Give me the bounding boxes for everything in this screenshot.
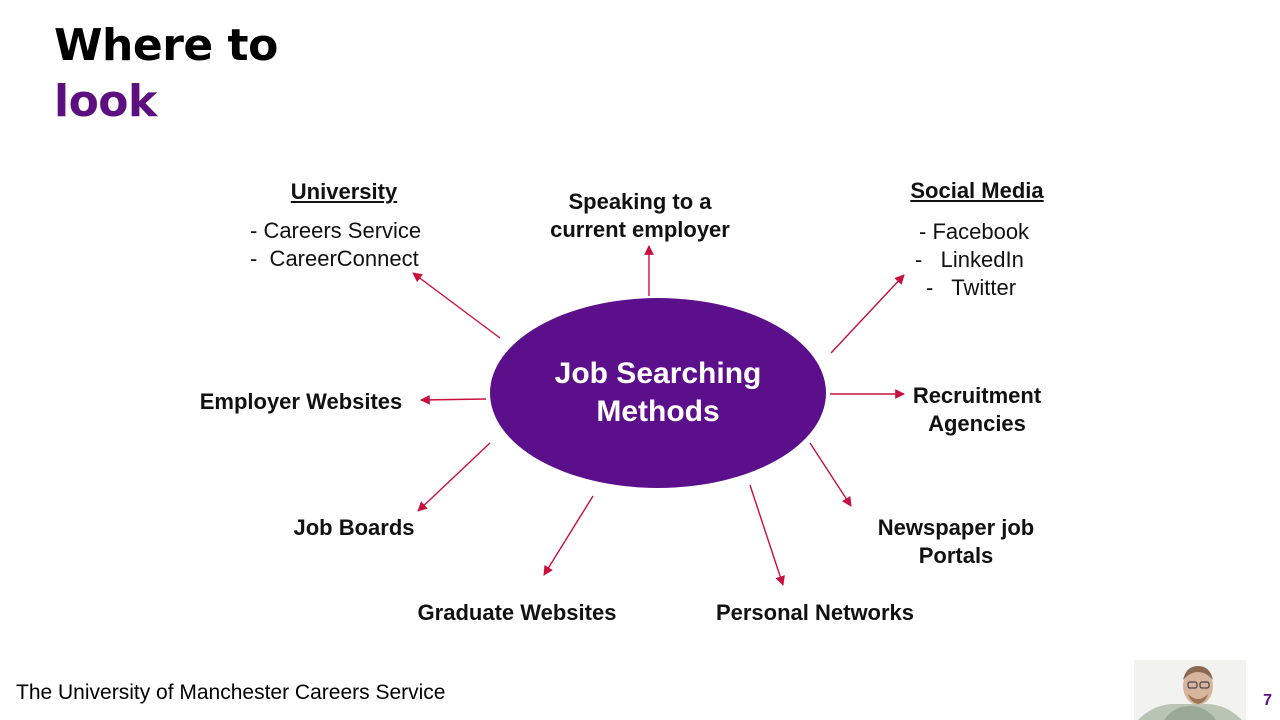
recruitment-line-2: Agencies [928,411,1026,436]
social-media-item-linkedin: - LinkedIn [915,247,1024,272]
speaking-line-1: Speaking to a [568,189,712,214]
recruitment-line-1: Recruitment [912,383,1042,408]
newspaper-line-2: Portals [918,543,994,568]
arrow-to-personal-networks [749,484,785,586]
node-speaking-to-employer: Speaking to a current employer [530,188,750,244]
personal-networks-label: Personal Networks [715,600,915,625]
node-job-boards: Job Boards [274,514,434,542]
presenter-avatar-icon [1134,660,1246,720]
node-university: University - Careers Service - CareerCon… [250,178,438,273]
job-boards-label: Job Boards [293,515,415,540]
social-media-item-twitter: - Twitter [926,275,1017,300]
title-line-2: look [54,76,157,127]
title-line-1: Where to [54,20,278,71]
center-node-label: Job Searching Methods [554,357,762,428]
social-media-heading: Social Media [910,178,1044,203]
arrow-to-social-media [830,274,905,354]
employer-websites-label: Employer Websites [199,389,403,414]
node-newspaper-portals: Newspaper job Portals [860,514,1052,570]
arrow-to-university [412,272,501,339]
page-number: 7 [1263,692,1272,709]
speaking-line-2: current employer [550,217,730,242]
graduate-websites-label: Graduate Websites [417,600,617,625]
center-node: Job Searching Methods [490,298,826,488]
node-social-media: Social Media - Facebook - LinkedIn - Twi… [897,177,1057,302]
university-item-careerconnect: - CareerConnect [250,246,419,271]
social-media-item-facebook: - Facebook [919,219,1030,244]
arrow-to-graduate-websites [543,495,594,576]
node-recruitment-agencies: Recruitment Agencies [897,382,1057,438]
arrow-to-employer-websites [420,394,487,405]
newspaper-line-1: Newspaper job [877,515,1035,540]
slide-title: Where to look [54,18,278,130]
node-personal-networks: Personal Networks [698,599,932,627]
university-heading: University [290,179,398,204]
presenter-video-thumbnail [1134,660,1246,720]
footer-organization: The University of Manchester Careers Ser… [16,681,446,704]
node-graduate-websites: Graduate Websites [400,599,634,627]
arrow-to-newspaper [809,442,852,507]
university-item-careers-service: - Careers Service [250,218,422,243]
arrow-to-job-boards [417,442,491,512]
node-employer-websites: Employer Websites [184,388,418,416]
